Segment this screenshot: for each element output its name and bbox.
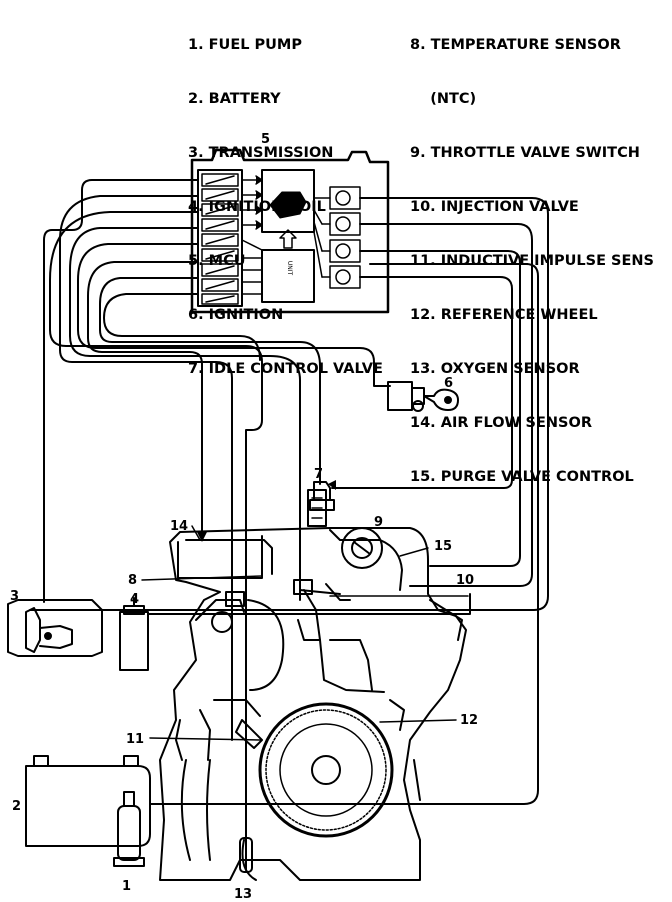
callout-9: 9: [374, 515, 383, 530]
legend-item-injection-valve: 10. INJECTION VALVE: [410, 199, 579, 215]
callout-12: 12: [460, 713, 478, 728]
legend-item-battery: 2. BATTERY: [188, 91, 281, 107]
legend-item-fuel-pump: 1. FUEL PUMP: [188, 37, 302, 53]
callout-10: 10: [456, 573, 474, 588]
callout-15: 15: [434, 539, 452, 554]
ignition-coil: [119, 597, 149, 671]
sensor-markers: [225, 591, 263, 873]
idle-control-valve: [309, 481, 335, 511]
engine-block: [159, 489, 467, 881]
battery: [25, 755, 151, 847]
callout-8: 8: [128, 573, 137, 588]
callout-13: 13: [234, 887, 252, 902]
callout-14: 14: [170, 519, 188, 534]
callout-5: 5: [261, 132, 270, 147]
callout-11: 11: [126, 732, 144, 747]
callout-3: 3: [10, 589, 19, 604]
legend-item-temperature-sensor: 8. TEMPERATURE SENSOR: [410, 37, 621, 53]
ignition-switch: [387, 381, 459, 412]
legend-item-idle-control-valve: 7. IDLE CONTROL VALVE: [188, 361, 383, 377]
callout-4: 4: [130, 592, 139, 607]
legend-item-oxygen-sensor: 13. OXYGEN SENSOR: [410, 361, 580, 377]
transmission: [7, 599, 103, 657]
callout-2: 2: [12, 799, 21, 814]
wiring-harness: [29, 179, 549, 871]
callout-labels: 5 6 7 9 14 15 8 10 3 4 12 11 2 1 13: [10, 132, 478, 902]
legend-item-throttle-valve-switch: 9. THROTTLE VALVE SWITCH: [410, 145, 640, 161]
legend-item-temperature-sensor-ntc: (NTC): [410, 91, 477, 107]
mcu-unit: UNIT: [190, 148, 390, 314]
reference-wheel: [258, 702, 394, 838]
legend-item-purge-valve-control: 15. PURGE VALVE CONTROL: [410, 469, 634, 485]
callout-6: 6: [444, 376, 453, 391]
callout-leaders: [141, 525, 469, 741]
arrowheads: [197, 480, 336, 542]
legend-item-air-flow-sensor: 14. AIR FLOW SENSOR: [410, 415, 592, 431]
callout-7: 7: [314, 467, 323, 482]
mcu-chip-label: UNIT: [286, 261, 293, 276]
fuel-pump: [113, 791, 145, 867]
legend-right: 8. TEMPERATURE SENSOR (NTC) 9. THROTTLE …: [410, 0, 654, 504]
legend-left: 1. FUEL PUMP 2. BATTERY 3. TRANSMISSION …: [188, 0, 383, 396]
callout-1: 1: [122, 879, 131, 894]
